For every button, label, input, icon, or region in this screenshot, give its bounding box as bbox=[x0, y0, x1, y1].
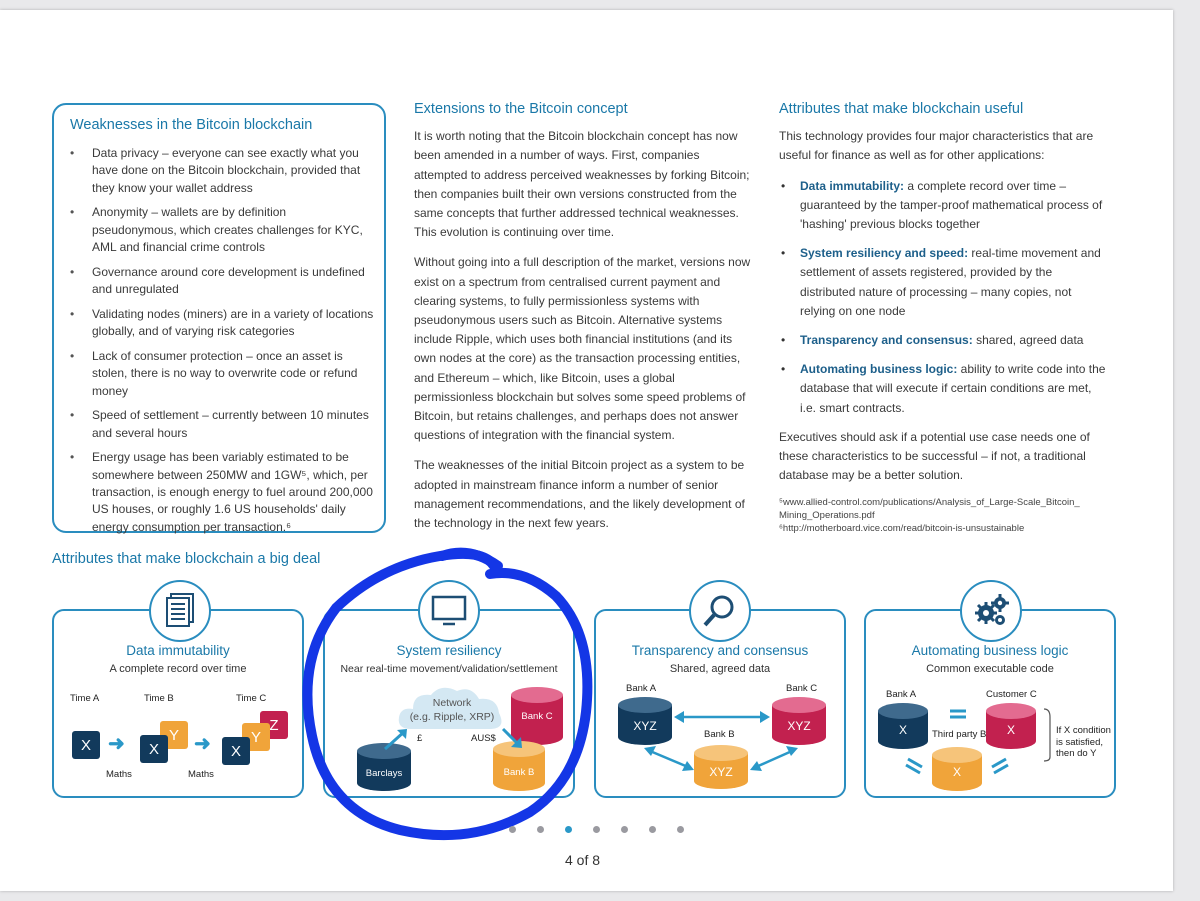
list-item: Automating business logic: ability to wr… bbox=[779, 360, 1109, 418]
carousel-dot[interactable] bbox=[649, 826, 656, 833]
bank-c-label: Bank C bbox=[521, 711, 553, 722]
x-label: X bbox=[898, 723, 907, 737]
list-item: Energy usage has been variably estimated… bbox=[68, 449, 374, 535]
term: System resiliency and speed: bbox=[800, 246, 969, 261]
list-item: Anonymity – wallets are by definition ps… bbox=[68, 204, 374, 256]
block-x: X bbox=[72, 731, 100, 759]
list-item: Speed of settlement – currently between … bbox=[68, 407, 374, 442]
x-label: X bbox=[952, 765, 961, 779]
extensions-column: Extensions to the Bitcoin concept It is … bbox=[414, 100, 756, 544]
magnifier-icon bbox=[689, 580, 751, 642]
list-item: Validating nodes (miners) are in a varie… bbox=[68, 306, 374, 341]
big-deal-title: Attributes that make blockchain a big de… bbox=[52, 551, 321, 567]
x-label: X bbox=[1006, 723, 1015, 737]
network-example-label: (e.g. Ripple, XRP) bbox=[409, 711, 495, 723]
card-subtitle: A complete record over time bbox=[109, 663, 247, 675]
weaknesses-box: Weaknesses in the Bitcoin blockchain Dat… bbox=[52, 103, 386, 534]
time-c-label: Time C bbox=[236, 693, 267, 704]
card-subtitle: Shared, agreed data bbox=[669, 663, 771, 675]
footnote-6: ⁶http://motherboard.vice.com/read/bitcoi… bbox=[779, 523, 1025, 535]
footnote-5: ⁵www.allied-control.com/publications/Ana… bbox=[779, 497, 1080, 522]
paragraph: Without going into a full description of… bbox=[414, 255, 751, 443]
card-subtitle: Common executable code bbox=[926, 663, 1054, 675]
term-text: ability to write code into the database … bbox=[800, 362, 1106, 415]
time-b-label: Time B bbox=[144, 693, 174, 704]
card-title: Data immutability bbox=[126, 643, 230, 658]
database-icon bbox=[694, 745, 748, 789]
database-icon bbox=[878, 703, 928, 749]
barclays-label: Barclays bbox=[365, 768, 403, 779]
double-arrows-icon bbox=[644, 711, 798, 771]
block-x: X bbox=[222, 737, 250, 765]
term: Transparency and consensus: bbox=[800, 333, 973, 348]
network-label: Network bbox=[432, 697, 472, 709]
pound-label: £ bbox=[417, 733, 423, 744]
equals-icons bbox=[905, 708, 1051, 775]
list-item: Lack of consumer protection – once an as… bbox=[68, 348, 374, 400]
database-icon bbox=[932, 747, 982, 791]
paragraph: The weaknesses of the initial Bitcoin pr… bbox=[414, 458, 745, 531]
aud-label: AUS$ bbox=[471, 733, 496, 744]
card-title: System resiliency bbox=[396, 643, 502, 658]
term-text: real-time movement and settlement of ass… bbox=[800, 246, 1101, 318]
xyz-label: XYZ bbox=[633, 719, 657, 733]
xyz-label: XYZ bbox=[787, 719, 811, 733]
bank-c-label: Bank C bbox=[786, 683, 818, 694]
database-icon bbox=[986, 703, 1036, 749]
arrow-down-icon bbox=[501, 727, 522, 748]
time-a-label: Time A bbox=[70, 693, 100, 704]
condition-label: If X condition is satisfied, then do Y bbox=[1056, 725, 1111, 759]
customer-c-label: Customer C bbox=[986, 689, 1037, 700]
block-x: X bbox=[140, 735, 168, 763]
list-item: Data immutability: a complete record ove… bbox=[779, 177, 1109, 235]
carousel-dot[interactable] bbox=[593, 826, 600, 833]
term: Automating business logic: bbox=[800, 362, 958, 377]
database-icon bbox=[772, 697, 826, 745]
term: Data immutability: bbox=[800, 178, 905, 193]
gears-icon bbox=[960, 580, 1022, 642]
attributes-list: Data immutability: a complete record ove… bbox=[779, 177, 1109, 418]
attributes-intro: This technology provides four major char… bbox=[779, 129, 1094, 163]
carousel-dots bbox=[509, 826, 684, 833]
paragraph: It is worth noting that the Bitcoin bloc… bbox=[414, 129, 750, 240]
attributes-title: Attributes that make blockchain useful bbox=[779, 101, 1024, 117]
bank-b-label: Bank B bbox=[503, 767, 535, 778]
third-party-label: Third party B bbox=[932, 729, 987, 740]
maths-label: Maths bbox=[106, 769, 132, 780]
term-text: shared, agreed data bbox=[972, 333, 1084, 348]
arrow-up-icon bbox=[383, 729, 407, 751]
bank-a-label: Bank A bbox=[626, 683, 657, 694]
card-title: Transparency and consensus bbox=[631, 643, 809, 658]
list-item: Transparency and consensus: shared, agre… bbox=[779, 331, 1109, 350]
network-cloud-icon bbox=[398, 687, 502, 729]
attributes-outro: Executives should ask if a potential use… bbox=[779, 429, 1090, 483]
list-item: Governance around core development is un… bbox=[68, 264, 374, 299]
bank-a-label: Bank A bbox=[886, 689, 917, 700]
monitor-icon bbox=[418, 580, 480, 642]
carousel-dot[interactable] bbox=[509, 826, 516, 833]
carousel-dot-active[interactable] bbox=[565, 826, 572, 833]
carousel-dot[interactable] bbox=[677, 826, 684, 833]
carousel-dot[interactable] bbox=[537, 826, 544, 833]
extensions-title: Extensions to the Bitcoin concept bbox=[414, 101, 628, 117]
arrow-icon: ➜ bbox=[194, 733, 211, 755]
carousel-dot[interactable] bbox=[621, 826, 628, 833]
weaknesses-list: Data privacy – everyone can see exactly … bbox=[68, 145, 374, 543]
list-item: Data privacy – everyone can see exactly … bbox=[68, 145, 374, 197]
card-title: Automating business logic bbox=[911, 643, 1069, 658]
document-stack-icon bbox=[149, 580, 211, 642]
bank-b-label: Bank B bbox=[704, 729, 735, 740]
arrow-icon: ➜ bbox=[108, 733, 125, 755]
weaknesses-title: Weaknesses in the Bitcoin blockchain bbox=[70, 117, 313, 133]
attributes-column: Attributes that make blockchain useful T… bbox=[779, 100, 1109, 535]
term-text: a complete record over time – guaranteed… bbox=[800, 178, 1103, 232]
page-indicator: 4 of 8 bbox=[565, 852, 601, 868]
list-item: System resiliency and speed: real-time m… bbox=[779, 244, 1109, 321]
xyz-label: XYZ bbox=[709, 765, 733, 779]
maths-label: Maths bbox=[188, 769, 214, 780]
card-subtitle: Near real-time movement/validation/settl… bbox=[340, 663, 558, 675]
database-icon bbox=[618, 697, 672, 745]
